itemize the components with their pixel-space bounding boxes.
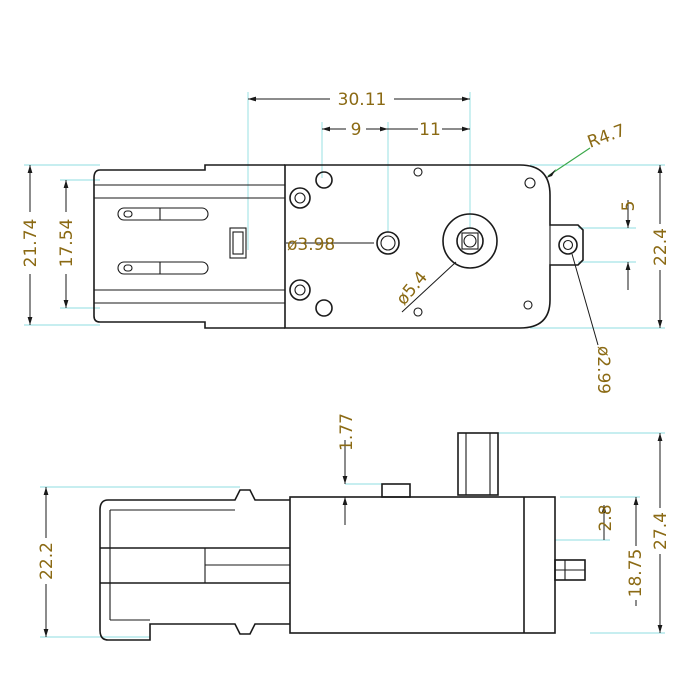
dim-height-22-2: 22.2: [37, 542, 57, 580]
dim-height-18-75: 18.75: [626, 549, 646, 598]
dim-offset-2-8: 2.8: [596, 504, 616, 531]
dim-tab-5: 5: [619, 201, 639, 212]
gearbox-housing: [284, 164, 584, 329]
dim-gap-11: 11: [419, 120, 441, 140]
center-boss-side: [381, 483, 411, 498]
dim-tab-hole-299: ø2.99: [593, 346, 613, 394]
gearbox-side: [289, 496, 556, 634]
dim-boss-177: 1.77: [337, 413, 357, 451]
tab-hole: [558, 235, 578, 255]
dim-gap-9: 9: [351, 120, 362, 140]
side-view: 1.77 22.2 2.8 18.75 27.4: [36, 413, 671, 641]
motor-slot-upper: [117, 207, 209, 221]
motor-side: [99, 489, 290, 641]
screw-hole: [315, 171, 333, 189]
dim-hole-398: ø3.98: [287, 235, 335, 255]
output-shaft-side: [457, 432, 499, 496]
center-hole: [376, 231, 400, 255]
motor-housing: [93, 164, 285, 329]
dim-height-27-4: 27.4: [651, 512, 671, 550]
dim-overall-width: 30.11: [338, 90, 387, 110]
motor-terminal: [229, 227, 247, 259]
dim-height-17-54: 17.54: [57, 219, 77, 268]
top-view: 30.11 9 11 R4.7 21.74 17.54 ø3.98 ø5.4 5…: [20, 88, 671, 394]
top-extension-lines: [24, 92, 665, 329]
dim-shaft-54: ø5.4: [393, 268, 432, 310]
dim-height-22-4: 22.4: [651, 228, 671, 266]
dim-height-21-74: 21.74: [21, 219, 41, 268]
output-shaft: [442, 213, 498, 269]
dim-corner-radius: R4.7: [585, 121, 628, 153]
motor-slot-lower: [117, 261, 209, 275]
side-extension-lines: [40, 432, 665, 638]
